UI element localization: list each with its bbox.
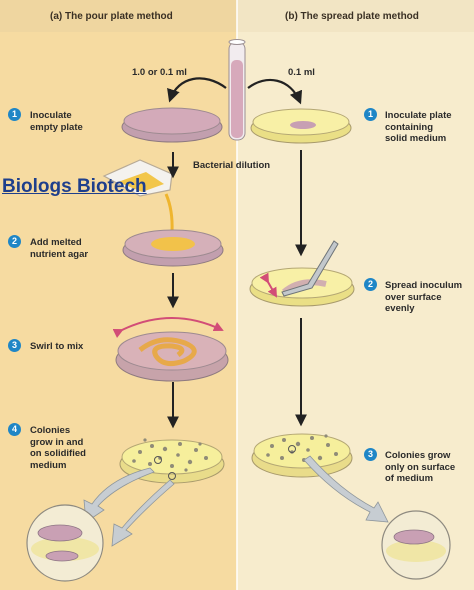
pour-step-2-badge: 2 xyxy=(8,235,21,248)
pour-plate-2 xyxy=(122,229,224,267)
transfer-arrow-spread xyxy=(247,78,303,105)
transfer-arrow-pour xyxy=(167,77,227,103)
spread-step-1-text: Inoculate plate containing solid medium xyxy=(385,110,452,144)
spread-step-2-badge: 2 xyxy=(364,278,377,291)
spread-plate-1 xyxy=(250,108,352,144)
pour-step-3-text: Swirl to mix xyxy=(30,341,84,352)
spread-header: (b) The spread plate method xyxy=(285,11,419,22)
pour-step-3-badge: 3 xyxy=(8,339,21,352)
pour-volume-label: 1.0 or 0.1 ml xyxy=(132,67,187,78)
pour-zoom-callout xyxy=(26,467,175,582)
pour-step-1-badge: 1 xyxy=(8,108,21,121)
pour-step-1-text: Inoculate empty plate xyxy=(30,110,83,133)
flask xyxy=(102,159,174,233)
spread-zoom-callout xyxy=(303,455,451,580)
pour-plate-1 xyxy=(121,107,223,143)
dilution-label: Bacterial dilution xyxy=(193,160,271,171)
spread-step-3-badge: 3 xyxy=(364,448,377,461)
pour-header: (a) The pour plate method xyxy=(50,11,173,22)
spread-plate-3 xyxy=(251,433,353,478)
test-tube xyxy=(228,39,246,141)
header-band-right xyxy=(237,0,474,32)
pour-step-4-text: Colonies grow in and on solidified mediu… xyxy=(30,425,86,471)
pour-panel xyxy=(0,0,237,590)
spread-step-2-text: Spread inoculum over surface evenly xyxy=(385,280,463,314)
spread-volume-label: 0.1 ml xyxy=(288,67,315,78)
spread-step-3-text: Colonies grow only on surface of medium xyxy=(385,450,456,484)
pour-step-2-text: Add melted nutrient agar xyxy=(30,237,89,260)
pour-step-4-badge: 4 xyxy=(8,423,21,436)
spread-plate-2 xyxy=(249,240,355,307)
watermark-text: Biologs Biotech xyxy=(2,176,147,197)
pour-plate-3 xyxy=(112,317,229,382)
spread-step-1-badge: 1 xyxy=(364,108,377,121)
header-band-left xyxy=(0,0,237,32)
